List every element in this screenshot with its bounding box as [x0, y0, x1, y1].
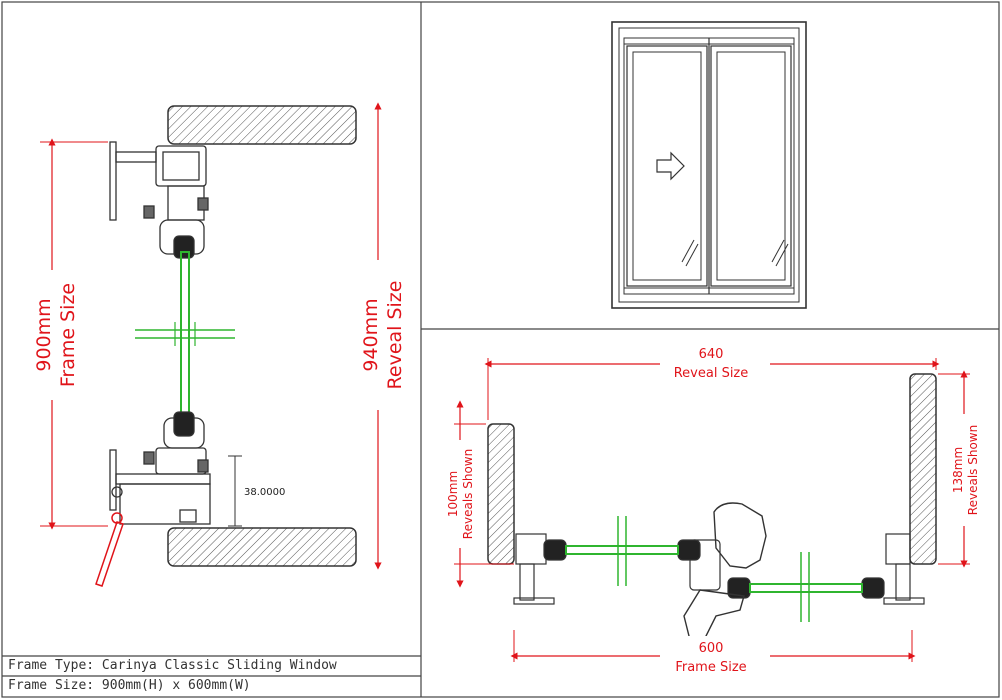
frame-height-value: 900mm — [33, 298, 55, 371]
reveal-height-label-bg — [350, 260, 410, 410]
head-frame-profile — [109, 141, 209, 259]
frame-height-label-bg — [22, 270, 82, 400]
sill-frame-profile — [109, 411, 211, 525]
left-reveal-caption: Reveals Shown — [461, 449, 475, 539]
right-reveal-value: 138mm — [951, 447, 965, 493]
reveal-width-label-bg — [660, 342, 770, 382]
vertical-section: 38.0000 900mm Frame Size 940mm Reveal Si… — [22, 102, 410, 587]
left-reveal-label-bg — [436, 440, 482, 548]
reveal-height-caption: Reveal Size — [384, 281, 406, 390]
window-elevation — [611, 21, 807, 309]
horizontal-section: 640 Reveal Size 600 Frame Size 100mm Rev… — [436, 342, 988, 676]
title-block-frame-type: Frame Type: Carinya Classic Sliding Wind… — [8, 658, 337, 673]
sliding-direction-arrow-icon — [656, 151, 685, 181]
right-sash-glass — [749, 552, 863, 622]
vertical-glass — [135, 251, 235, 433]
right-jamb-wall — [909, 373, 937, 565]
frame-height-caption: Frame Size — [57, 283, 79, 387]
window-stay-arm — [95, 486, 124, 587]
sill-wall — [167, 527, 357, 567]
title-block-frame-size: Frame Size: 900mm(H) x 600mm(W) — [8, 678, 251, 693]
left-jamb-frame — [513, 533, 567, 605]
frame-width-caption: Frame Size — [675, 660, 746, 675]
reveal-width-caption: Reveal Size — [674, 366, 749, 381]
sill-offset-label: 38.0000 — [244, 487, 285, 498]
left-reveal-value: 100mm — [446, 471, 460, 517]
lintel-wall — [167, 105, 357, 145]
reveal-height-value: 940mm — [360, 298, 382, 371]
centre-interlock — [677, 502, 767, 641]
right-reveal-label-bg — [942, 414, 988, 526]
left-jamb-wall — [487, 423, 515, 565]
window-lock-handle — [713, 502, 767, 569]
reveal-width-value: 640 — [699, 347, 724, 362]
frame-width-label-bg — [660, 636, 770, 676]
sash-handle — [683, 589, 745, 641]
frame-width-value: 600 — [699, 641, 724, 656]
right-reveal-caption: Reveals Shown — [966, 425, 980, 515]
left-sash-glass — [565, 516, 679, 586]
